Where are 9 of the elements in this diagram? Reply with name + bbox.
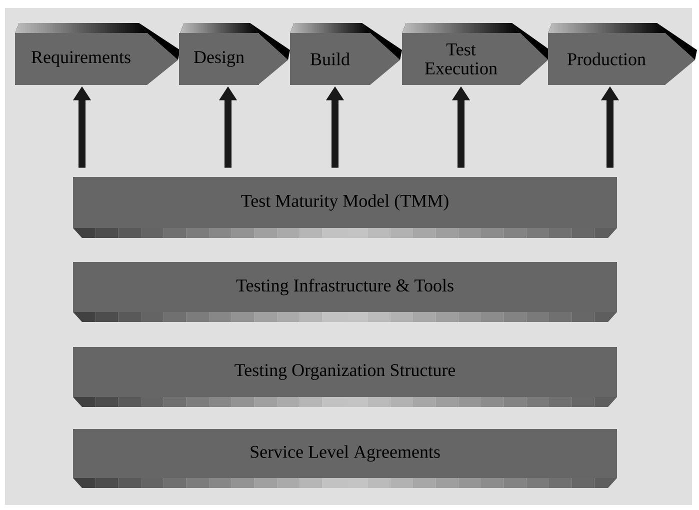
stage-arrow-box: Requirements [15, 23, 180, 85]
layer-bar: Testing Organization Structure [73, 347, 617, 397]
layer-bar: Test Maturity Model (TMM) [73, 177, 617, 228]
layer-bar: Service Level Agreements [73, 429, 617, 478]
stage-arrow-box: Build [290, 23, 402, 85]
stage-arrow-box: Design [179, 23, 290, 85]
layer-bar: Testing Infrastructure & Tools [73, 262, 617, 312]
stage-arrow-box: Test Execution [402, 23, 550, 85]
stage-arrow-box: Production [548, 23, 697, 85]
